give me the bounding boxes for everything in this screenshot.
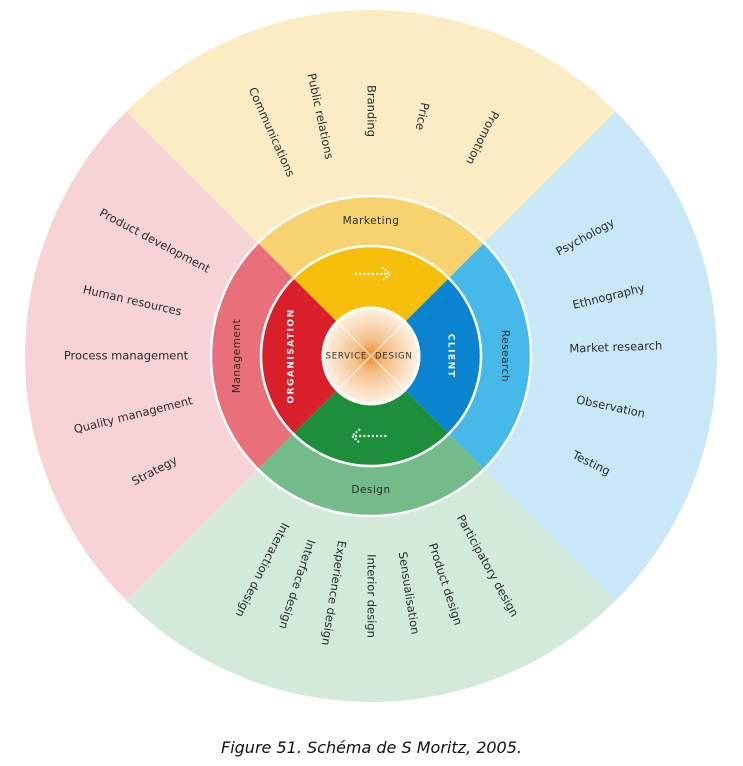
right-arrow-icon (355, 266, 392, 282)
outer-quadrant-management (25, 111, 258, 601)
research-label: Research (499, 330, 511, 382)
core-quadrant-bottom (293, 389, 449, 467)
core-quadrant-top (293, 246, 449, 323)
center-cross (336, 321, 406, 391)
service-design-diagram: ORGANISATION CLIENT SERVICE DESIGN Marke… (25, 10, 717, 702)
ring-quadrant-research (448, 242, 531, 470)
client-label: CLIENT (446, 334, 456, 379)
ring-quadrant-management (211, 242, 294, 470)
service-label: SERVICE (326, 352, 367, 362)
outer-quadrant-marketing (126, 10, 616, 243)
marketing-label: Marketing (343, 215, 400, 227)
outer-quadrant-research (484, 111, 717, 601)
outer-item-label: Branding (365, 85, 379, 137)
outer-item-label: Price (413, 101, 433, 131)
separator-ring (209, 194, 533, 518)
core-quadrant-client (404, 278, 481, 434)
separator-ring (259, 244, 483, 468)
figure-caption: Figure 51. Schéma de S Moritz, 2005. (221, 738, 522, 757)
outer-item-label: Market research (569, 338, 662, 355)
design-label: DESIGN (375, 352, 413, 362)
outer-item-label: Process management (64, 349, 189, 363)
outer-item-label: Interior design (365, 554, 379, 638)
ring-quadrant-marketing (257, 195, 485, 279)
ring-quadrant-design (257, 433, 485, 516)
center-cross-line (336, 321, 406, 391)
left-arrow-icon (350, 428, 387, 444)
design-ring-label: Design (351, 484, 390, 496)
core-quadrant-organisation (261, 278, 338, 434)
organisation-label: ORGANISATION (287, 308, 297, 403)
management-label: Management (231, 319, 243, 393)
outer-quadrant-design (126, 469, 616, 702)
